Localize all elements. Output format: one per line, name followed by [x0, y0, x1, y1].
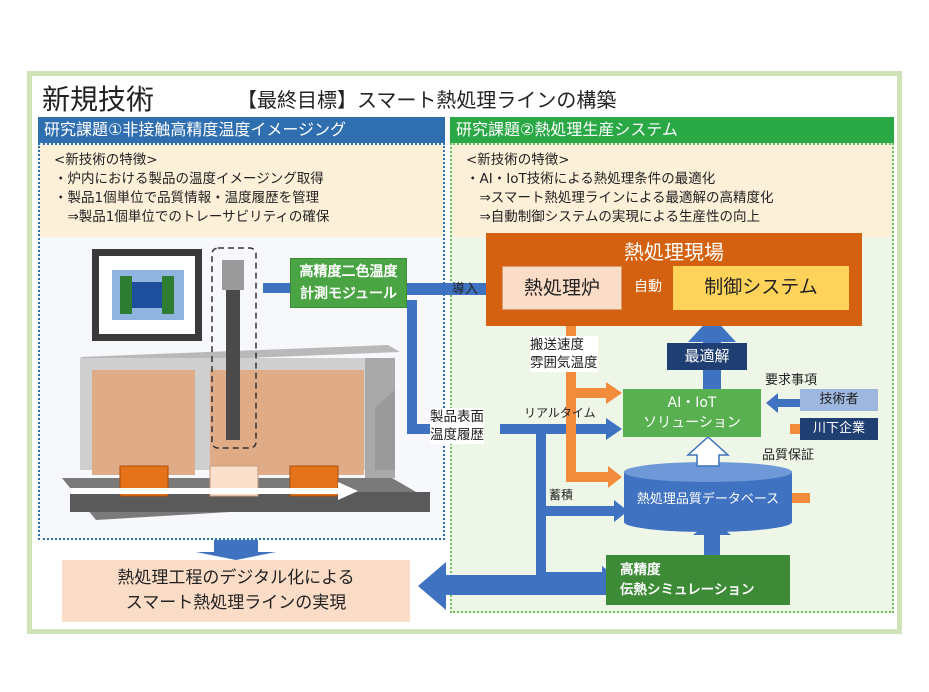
ai-line: AI・IoT [667, 395, 717, 411]
introduce-label: 導入 [452, 282, 479, 297]
measurement-module: 高精度二色温度計測モジュール [290, 258, 407, 308]
result-line: スマート熱処理ラインの実現 [125, 593, 347, 613]
topic1-header: 研究課題①非接触高精度温度イメージング [38, 117, 445, 143]
module-line: 計測モジュール [299, 286, 398, 302]
database-icon [624, 462, 792, 532]
requirements-label: 要求事項 [765, 373, 818, 388]
transport-label: 搬送速度雰囲気温度 [530, 336, 598, 372]
label-line: 雰囲気温度 [530, 355, 598, 371]
ai-iot-box: AI・IoT ソリューション [623, 389, 761, 437]
label-line: 温度履歴 [430, 427, 484, 443]
feature-line: ・製品1個単位で品質情報・温度履歴を管理 [54, 190, 320, 206]
site-title: 熱処理現場 [624, 240, 724, 264]
furnace-machine-icon [62, 247, 430, 520]
quality-label: 品質保証 [762, 448, 815, 463]
result-line: 熱処理工程のデジタル化による [117, 568, 355, 588]
label-line: 製品表面 [430, 409, 484, 425]
feature-line: <新技術の特徴> [466, 152, 570, 168]
accumulate-label: 蓄積 [549, 488, 574, 502]
topic2-features: <新技術の特徴> ・AI・IoT技術による熱処理条件の最適化 ⇒スマート熱処理ライ… [452, 145, 892, 237]
module-line: 高精度二色温度 [299, 264, 398, 280]
feature-line: ・AI・IoT技術による熱処理条件の最適化 [466, 171, 716, 187]
sim-line: 伝熱シミュレーション [620, 582, 755, 598]
feature-line: ⇒スマート熱処理ラインによる最適解の高精度化 [466, 190, 774, 206]
result-box: 熱処理工程のデジタル化によるスマート熱処理ラインの実現 [62, 560, 410, 622]
topic1-features: <新技術の特徴> ・炉内における製品の温度イメージング取得・製品1個単位で品質情報… [40, 145, 443, 237]
page-title: 新規技術 [42, 83, 155, 116]
feature-line: ・炉内における製品の温度イメージング取得 [54, 171, 324, 187]
goal-title: 【最終目標】スマート熱処理ラインの構築 [237, 88, 617, 112]
feature-line: ⇒自動制御システムの実現による生産性の向上 [466, 209, 761, 225]
orange-arrows [566, 310, 810, 508]
label-line: 搬送速度 [530, 337, 584, 353]
realtime-label: リアルタイム [524, 406, 596, 420]
sim-line: 高精度 [620, 562, 661, 578]
control-system-box: 制御システム [673, 266, 849, 310]
downstream-box: 川下企業 [800, 418, 878, 440]
surface-label: 製品表面温度履歴 [430, 408, 484, 444]
auto-label: 自動 [634, 279, 662, 295]
simulation-box: 高精度伝熱シミュレーション [606, 555, 790, 605]
ai-line: ソリューション [643, 415, 741, 431]
database-label: 熱処理品質データベース [636, 492, 780, 507]
topic2-header: 研究課題②熱処理生産システム [450, 117, 894, 143]
up-arrow-outline [686, 435, 730, 467]
monitor-icon [92, 249, 202, 341]
optimal-solution-box: 最適解 [667, 343, 747, 370]
furnace-box: 熱処理炉 [502, 266, 622, 310]
feature-line: ⇒製品1個単位でのトレーサビリティの確保 [54, 209, 330, 225]
feature-line: <新技術の特徴> [54, 152, 158, 168]
engineer-box: 技術者 [800, 389, 878, 411]
